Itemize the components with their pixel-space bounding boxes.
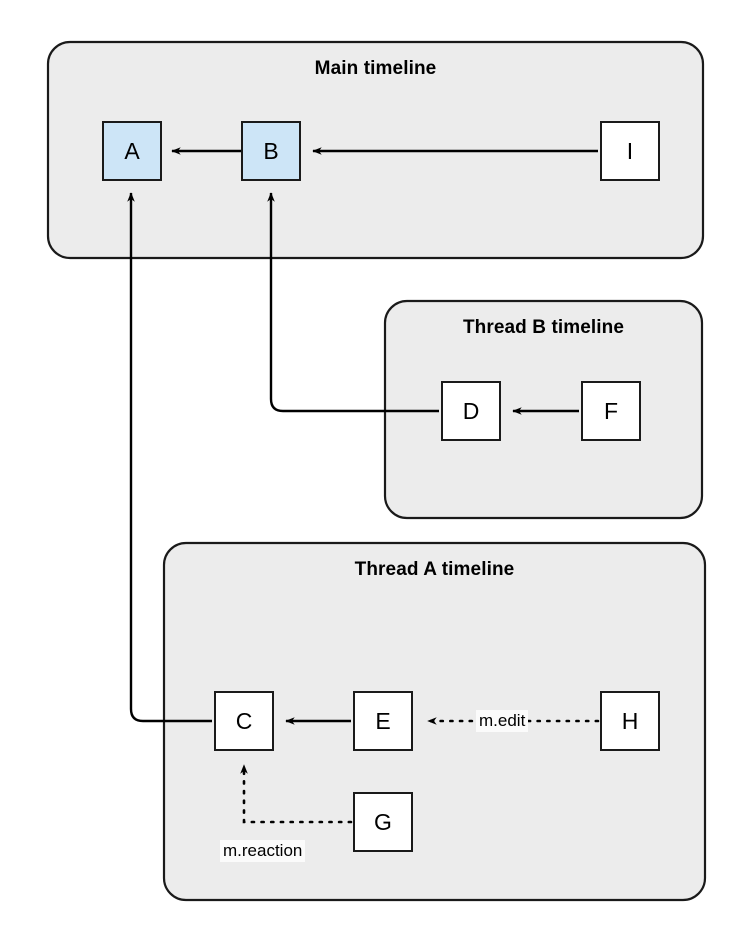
event-node-i[interactable]: I — [600, 121, 660, 181]
edge-g-to-c-m-reaction — [240, 763, 353, 824]
event-node-d[interactable]: D — [441, 381, 501, 441]
edge-d-to-b — [267, 192, 439, 413]
group-thread-b-timeline-box — [383, 299, 704, 520]
event-node-f[interactable]: F — [581, 381, 641, 441]
event-node-b[interactable]: B — [241, 121, 301, 181]
event-node-a[interactable]: A — [102, 121, 162, 181]
event-node-e[interactable]: E — [353, 691, 413, 751]
edge-c-to-a — [127, 192, 212, 723]
event-node-h[interactable]: H — [600, 691, 660, 751]
edge-label-m-reaction: m.reaction — [220, 840, 306, 862]
event-node-c[interactable]: C — [214, 691, 274, 751]
edge-label-m-edit: m.edit — [476, 710, 529, 732]
event-node-g[interactable]: G — [353, 792, 413, 852]
group-title-main-timeline: Main timeline — [314, 58, 437, 79]
group-title-thread-a-timeline: Thread A timeline — [354, 559, 515, 580]
group-title-thread-b-timeline: Thread B timeline — [462, 317, 625, 338]
